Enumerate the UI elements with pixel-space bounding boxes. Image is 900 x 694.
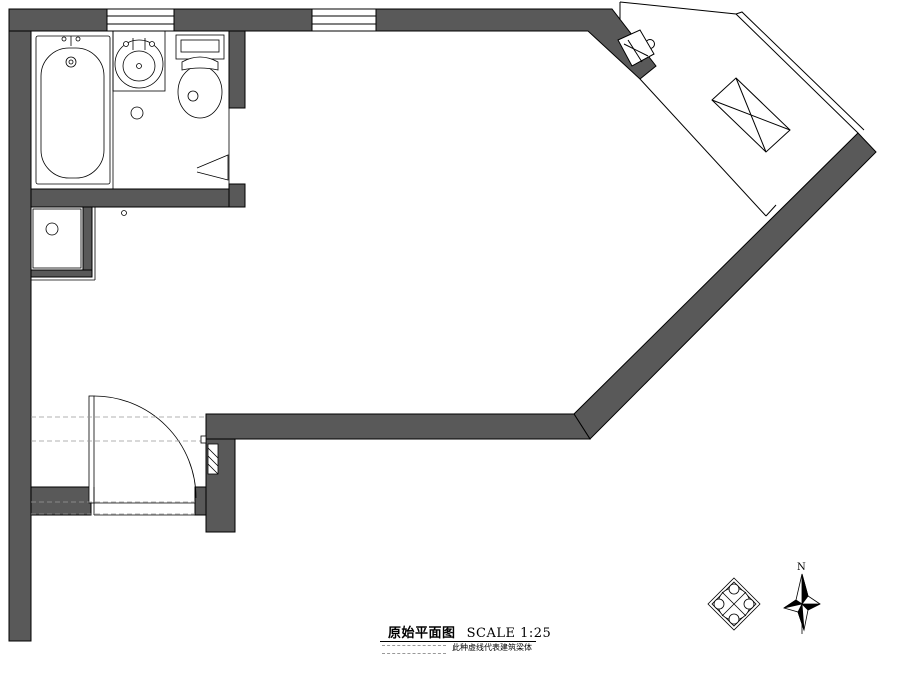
north-label: N — [797, 562, 806, 573]
wall-bathroom-right — [228, 30, 246, 109]
title-main: 原始平面图 — [388, 626, 456, 641]
legend-note: 此种虚线代表建筑梁体 — [452, 643, 532, 652]
window-1 — [106, 8, 175, 32]
toilet-bowl — [177, 65, 223, 119]
north-arrow — [783, 573, 821, 634]
index-symbol — [707, 577, 761, 631]
wall-bottom — [205, 413, 591, 445]
title-scale: SCALE 1:25 — [466, 626, 552, 641]
wall-shaft-right — [82, 206, 93, 278]
wall-diagonal — [573, 132, 877, 440]
entry-door — [31, 395, 219, 516]
bathroom-fixtures — [35, 30, 230, 189]
title-underline — [380, 641, 536, 642]
bathtub-basin — [40, 47, 105, 179]
wall-top-2 — [173, 8, 313, 32]
wall-top-1 — [8, 8, 108, 32]
legend-dash-sample — [382, 645, 446, 654]
wall-bathroom-bottom — [30, 188, 246, 208]
wall-top-3 — [375, 8, 657, 80]
distribution-box — [207, 443, 219, 475]
wall-bathroom-stub — [228, 183, 246, 208]
door-leaf — [88, 395, 95, 504]
floor-drain — [130, 106, 144, 120]
drawing-title: 原始平面图 SCALE 1:25 — [388, 622, 551, 641]
wall-door-jamb — [194, 486, 207, 516]
toilet-tank — [175, 34, 225, 60]
shaft-pipe — [45, 222, 59, 236]
walls — [8, 8, 877, 642]
small-pipe — [121, 210, 127, 216]
window-2 — [311, 8, 377, 32]
shaft — [31, 207, 127, 281]
wall-door-left — [30, 486, 92, 516]
wall-shaft-bottom — [30, 269, 93, 278]
wall-left — [8, 8, 32, 642]
balcony — [617, 1, 865, 217]
door-swing — [93, 395, 197, 499]
